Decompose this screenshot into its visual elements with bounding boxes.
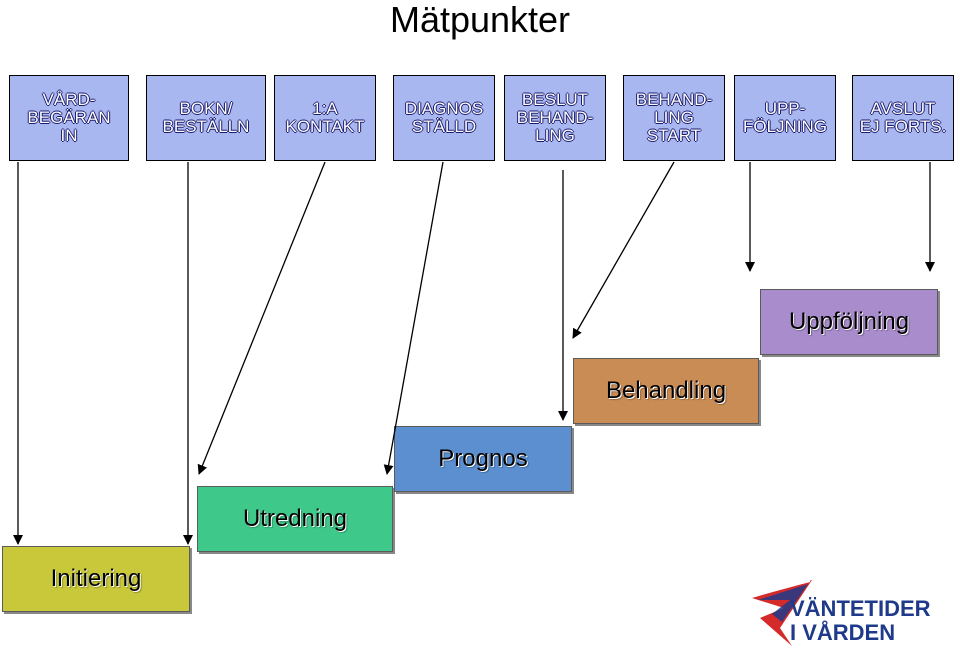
- stage-label: Prognos: [438, 445, 528, 472]
- stage-initiering: Initiering: [2, 546, 190, 612]
- measure-point-beslut-behandling: BESLUT BEHAND- LING: [504, 75, 606, 161]
- measure-point-diagnos: DIAGNOS STÄLLD: [393, 75, 495, 161]
- stage-label: Behandling: [605, 377, 727, 404]
- logo-line1: VÄNTETIDER: [790, 596, 931, 621]
- vantetider-logo: VÄNTETIDER I VÅRDEN: [750, 578, 950, 648]
- stage-label: Utredning: [242, 505, 348, 532]
- page-title: Mätpunkter: [389, 0, 571, 40]
- measure-point-uppfoljning: UPP- FÖLJNING: [734, 75, 836, 161]
- stage-label: Initiering: [50, 565, 142, 592]
- measure-point-forsta-kontakt: 1:A KONTAKT: [274, 75, 376, 161]
- measure-point-behandling-start: BEHAND- LING START: [623, 75, 725, 161]
- measure-point-avslut: AVSLUT EJ FORTS.: [852, 75, 954, 161]
- stage-behandling: Behandling: [573, 358, 759, 424]
- measure-point-bokning: BOKN/ BESTÄLLN: [146, 75, 266, 161]
- arrow-behandling-start: [572, 161, 675, 339]
- logo-line2: I VÅRDEN: [790, 619, 895, 645]
- stage-utredning: Utredning: [197, 486, 393, 552]
- arrow-forsta-kontakt: [197, 161, 326, 475]
- stage-uppfoljning: Uppföljning: [760, 289, 938, 355]
- logo-swoosh-icon: VÄNTETIDER I VÅRDEN: [752, 580, 931, 646]
- stage-prognos: Prognos: [394, 426, 572, 492]
- measure-point-vardbegaran: VÅRD- BEGÄRAN IN: [9, 75, 129, 161]
- stage-label: Uppföljning: [788, 308, 910, 335]
- arrow-diagnos: [383, 161, 444, 475]
